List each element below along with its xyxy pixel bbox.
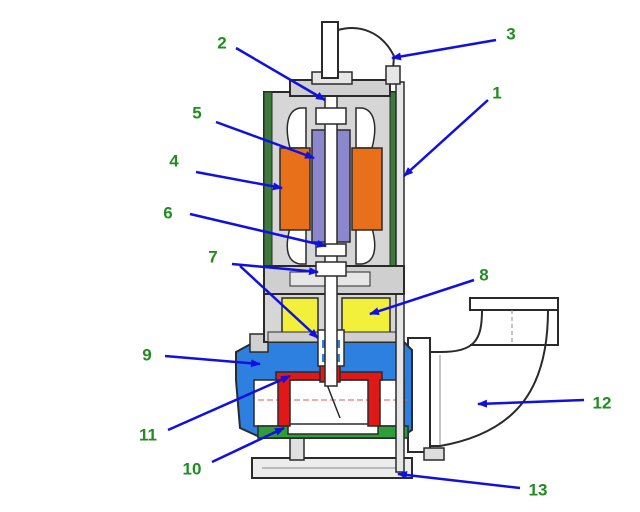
callout-label-9: 9 — [142, 345, 151, 364]
callout-arrow-4 — [195, 170, 283, 191]
callout-label-5: 5 — [192, 103, 201, 122]
callout-arrow-7 — [231, 262, 319, 276]
callout-arrow-2 — [235, 46, 326, 102]
stator-right — [351, 147, 383, 231]
base-plate — [251, 437, 413, 479]
callout-arrow-9 — [164, 354, 261, 368]
callout-label-11: 11 — [139, 425, 157, 444]
callout-label-12: 12 — [593, 393, 612, 412]
shaft — [324, 85, 338, 387]
callout-arrow-6 — [189, 212, 327, 248]
callout-arrow-10 — [211, 426, 285, 464]
stator-left — [279, 147, 311, 231]
callout-label-2: 2 — [217, 33, 226, 52]
callout-arrow-8 — [369, 278, 475, 316]
callout-label-8: 8 — [479, 265, 488, 284]
top-cover — [289, 21, 391, 97]
callout-arrow-1 — [403, 99, 489, 177]
callout-label-6: 6 — [163, 203, 172, 222]
callout-label-4: 4 — [169, 151, 179, 170]
callout-label-13: 13 — [529, 480, 548, 499]
callout-arrow-5 — [215, 120, 315, 160]
callout-label-1: 1 — [492, 83, 501, 102]
windings — [286, 107, 376, 265]
callout-arrow-11 — [167, 374, 291, 432]
callout-arrow-3 — [391, 38, 497, 61]
callout-arrow-7b — [239, 265, 319, 339]
cable-gland — [385, 65, 401, 85]
suction-plate — [287, 423, 379, 435]
callout-label-7: 7 — [208, 247, 217, 266]
callout-label-10: 10 — [183, 459, 202, 478]
callout-label-3: 3 — [506, 24, 515, 43]
upper-bearing — [315, 107, 347, 125]
discharge-elbow — [407, 297, 559, 461]
callout-arrow-13 — [397, 471, 521, 490]
lower-bearing — [315, 261, 347, 277]
callout-arrows — [164, 38, 585, 490]
callout-arrow-12 — [477, 398, 585, 408]
